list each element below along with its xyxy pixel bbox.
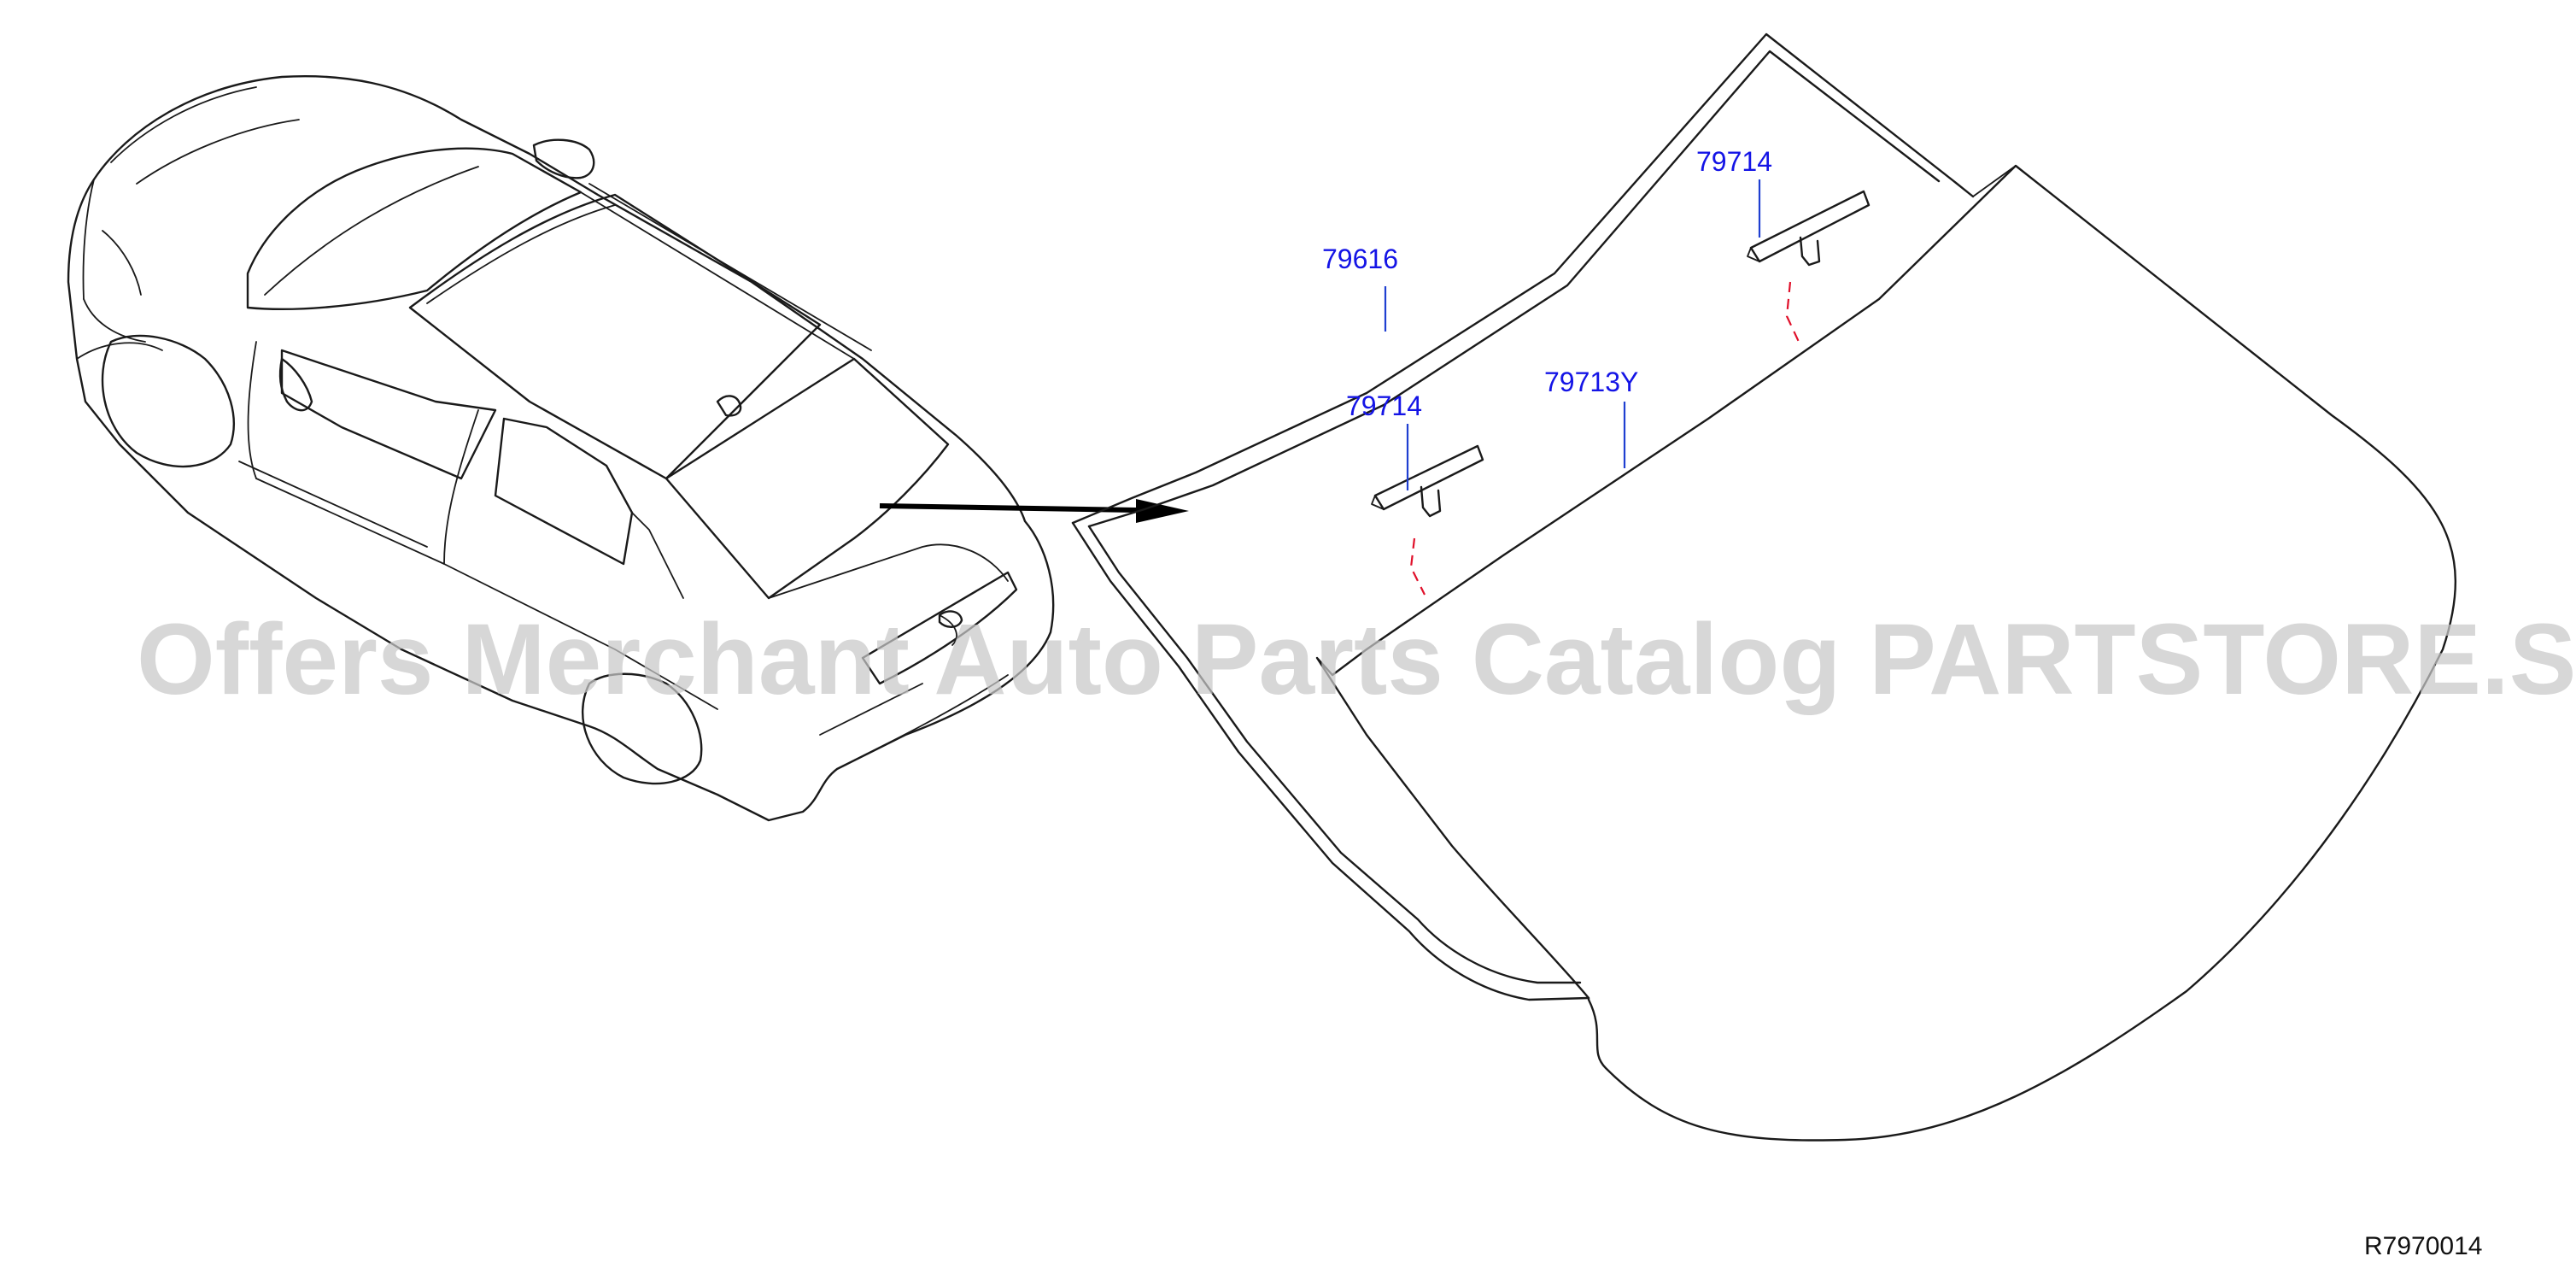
windshield-assembly <box>1071 32 2456 1142</box>
label-clip-lower[interactable]: 79714 <box>1346 390 1422 421</box>
diagram-code: R7970014 <box>2364 1232 2482 1260</box>
clip-upper <box>1747 190 1871 343</box>
watermark: Offers Merchant Auto Parts Catalog PARTS… <box>137 603 2576 716</box>
label-molding[interactable]: 79616 <box>1322 244 1398 274</box>
clip-lower <box>1371 444 1484 596</box>
label-clip-upper[interactable]: 79714 <box>1696 146 1772 177</box>
label-glass[interactable]: 79713Y <box>1544 367 1638 397</box>
car-illustration <box>67 74 1189 822</box>
